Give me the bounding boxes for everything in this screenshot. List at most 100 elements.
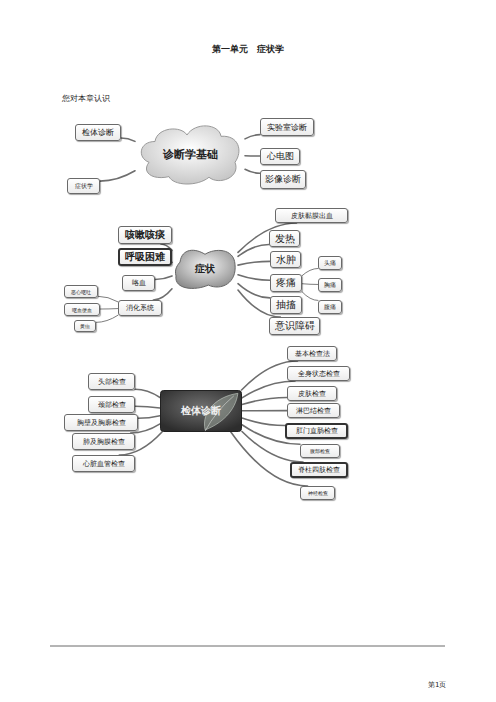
node-text: 皮肤检查 xyxy=(298,389,326,399)
topic-box: 黄疸 xyxy=(74,320,96,332)
node-text: 检体诊断 xyxy=(82,127,114,138)
topic-box: 呼吸困难 xyxy=(118,248,172,266)
topic-box: 抽搐 xyxy=(270,296,302,314)
topic-box: 影像诊断 xyxy=(260,170,306,189)
branch-connector xyxy=(302,292,318,301)
topic-box: 头部检查 xyxy=(88,373,135,390)
branch-connector xyxy=(242,410,287,412)
node-text: 发热 xyxy=(275,232,295,246)
node-text: 呕血便血 xyxy=(72,307,92,313)
topic-box: 疼痛 xyxy=(270,274,302,292)
topic-box: 恶心呕吐 xyxy=(64,285,98,298)
node-text: 影像诊断 xyxy=(265,173,301,186)
node-text: 淋巴结检查 xyxy=(296,406,331,416)
branch-connector xyxy=(245,155,260,157)
branch-connector xyxy=(98,296,118,302)
branch-connector xyxy=(242,397,287,404)
node-text: 实验室诊断 xyxy=(267,122,307,133)
node-text: 症状 xyxy=(195,262,215,276)
topic-box: 腹部检查 xyxy=(300,444,340,458)
node-text: 肺及胸膜检查 xyxy=(83,437,125,447)
branch-connector xyxy=(238,223,297,252)
branch-connector xyxy=(238,244,269,256)
topic-box: 淋巴结检查 xyxy=(287,403,340,418)
node-text: 头痛 xyxy=(324,259,336,268)
topic-box: 皮肤黏膜出血 xyxy=(275,208,348,223)
branch-connector xyxy=(302,268,318,275)
branch-connector xyxy=(135,406,160,408)
topic-box: 脊柱四肢检查 xyxy=(290,462,348,478)
page-title: 第一单元 症状学 xyxy=(0,43,496,56)
topic-box: 消化系统 xyxy=(118,300,162,316)
node-text: 头部检查 xyxy=(98,377,126,387)
branch-connector xyxy=(245,169,260,173)
topic-box: 肛门直肠检查 xyxy=(285,423,348,439)
topic-box: 腹痛 xyxy=(318,300,342,314)
central-cloud: 诊断学基础 xyxy=(135,122,245,187)
node-text: 心电图 xyxy=(267,150,294,163)
topic-box: 神经检查 xyxy=(300,486,335,500)
topic-box: 意识障碍 xyxy=(269,317,320,335)
topic-box: 胸壁及胸廓检查 xyxy=(64,414,138,431)
topic-box: 症状学 xyxy=(67,178,100,194)
node-text: 全身状态检查 xyxy=(298,369,340,379)
node-text: 症状学 xyxy=(75,182,93,191)
topic-box: 胸痛 xyxy=(318,278,342,292)
node-text: 咯血 xyxy=(132,278,146,288)
node-text: 疼痛 xyxy=(276,276,296,290)
branch-connector xyxy=(100,171,135,181)
topic-box: 呕血便血 xyxy=(64,303,100,316)
intro-note: 您对本章认识 xyxy=(62,93,110,104)
topic-box: 咳嗽咳痰 xyxy=(118,226,172,244)
footer-rule xyxy=(50,646,445,647)
node-text: 胸壁及胸廓检查 xyxy=(77,418,126,428)
topic-box: 心电图 xyxy=(260,148,300,165)
node-text: 抽搐 xyxy=(276,298,296,312)
node-text: 咳嗽咳痰 xyxy=(125,228,165,242)
central-box: 检体诊断 xyxy=(160,390,242,432)
node-text: 呼吸困难 xyxy=(125,250,165,264)
topic-box: 头痛 xyxy=(318,256,342,270)
topic-box: 皮肤检查 xyxy=(287,386,337,401)
topic-box: 实验室诊断 xyxy=(260,118,314,136)
branch-connector xyxy=(245,135,260,139)
branch-connector xyxy=(135,389,160,397)
topic-box: 咯血 xyxy=(122,275,155,291)
branch-connector xyxy=(155,276,172,280)
node-text: 基本检查法 xyxy=(295,349,330,359)
node-text: 心脏血管检查 xyxy=(83,459,125,469)
node-text: 神经检查 xyxy=(308,490,328,496)
topic-box: 颈部检查 xyxy=(88,396,135,413)
branch-connector xyxy=(238,261,270,265)
node-text: 皮肤黏膜出血 xyxy=(291,211,333,221)
branch-connector xyxy=(96,315,118,322)
topic-box: 肺及胸膜检查 xyxy=(72,433,135,450)
node-text: 胸痛 xyxy=(324,281,336,290)
central-blob: 症状 xyxy=(172,246,238,292)
node-text: 肛门直肠检查 xyxy=(296,426,338,436)
topic-box: 全身状态检查 xyxy=(287,366,350,381)
node-text: 意识障碍 xyxy=(275,319,315,333)
branch-connector xyxy=(242,418,285,425)
topic-box: 基本检查法 xyxy=(287,346,337,361)
node-text: 腹痛 xyxy=(324,303,336,312)
node-text: 腹部检查 xyxy=(310,448,330,454)
node-text: 颈部检查 xyxy=(98,400,126,410)
node-text: 黄疸 xyxy=(80,323,90,329)
node-text: 脊柱四肢检查 xyxy=(298,465,340,475)
topic-box: 心脏血管检查 xyxy=(72,455,135,472)
topic-box: 水肿 xyxy=(270,251,301,268)
node-text: 检体诊断 xyxy=(181,404,221,418)
node-text: 水肿 xyxy=(276,253,296,267)
topic-box: 发热 xyxy=(269,230,300,247)
branch-connector xyxy=(153,289,172,300)
branch-connector xyxy=(121,138,135,141)
branch-connector xyxy=(238,275,270,281)
topic-box: 检体诊断 xyxy=(75,124,121,141)
node-text: 恶心呕吐 xyxy=(71,289,91,295)
node-text: 消化系统 xyxy=(126,303,154,313)
branch-connector xyxy=(302,283,318,285)
branch-connector xyxy=(138,416,160,419)
